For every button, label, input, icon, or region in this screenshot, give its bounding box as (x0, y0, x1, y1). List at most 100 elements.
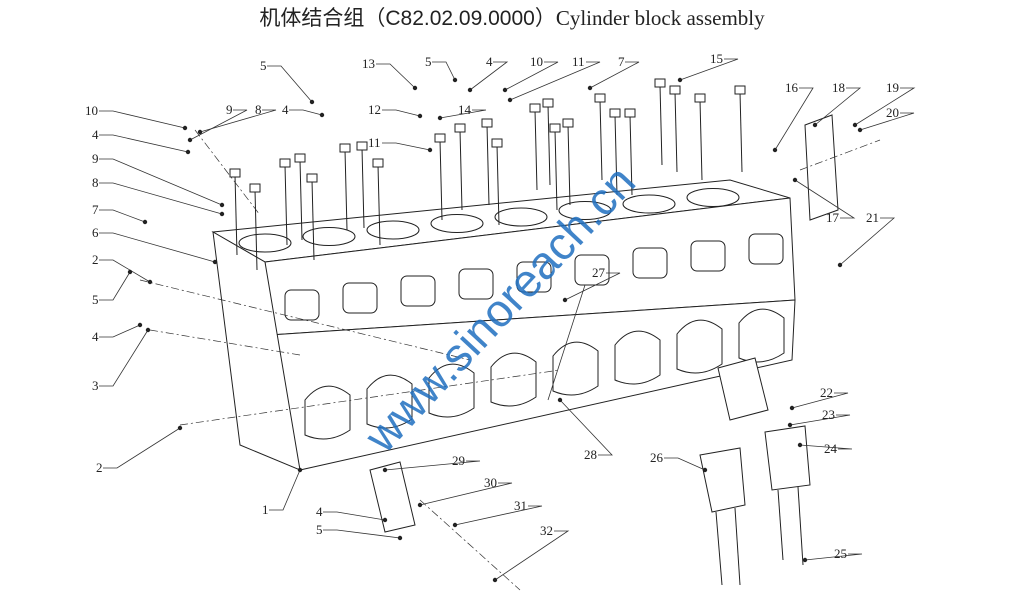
callout-point (502, 87, 508, 93)
dipstick-27 (547, 284, 586, 401)
leader-line (267, 65, 313, 103)
leader-line (199, 109, 277, 133)
callout-label: 1 (262, 502, 269, 517)
callout-label: 9 (92, 151, 99, 166)
leader-line (382, 109, 421, 117)
side-port (574, 254, 610, 286)
leader-line (376, 63, 416, 89)
callout-label: 4 (92, 127, 99, 142)
crank-bay (428, 363, 475, 418)
side-port (516, 261, 552, 293)
cylinder-head-bolt (529, 103, 541, 191)
cylinder-head-bolt (549, 123, 561, 211)
leader-line (589, 61, 640, 89)
callout-point (677, 77, 683, 83)
side-port (632, 247, 668, 279)
callout-label: 15 (710, 51, 723, 66)
callout-label: 29 (452, 453, 465, 468)
callout-point (219, 211, 225, 217)
callout-point (382, 467, 388, 473)
cylinder-head-bolt (434, 133, 446, 221)
callout-point (787, 422, 793, 428)
callout-label: 17 (826, 210, 840, 225)
callout-point (857, 127, 863, 133)
callout-label: 4 (282, 102, 289, 117)
leader-line (323, 529, 401, 539)
leader-line (564, 272, 621, 301)
cylinder-head-bolt (669, 85, 681, 173)
leader-line (814, 87, 862, 126)
leader-line (774, 87, 814, 151)
callout-point (492, 577, 498, 583)
cylinder-head-bolt (372, 158, 384, 246)
leader-line (289, 109, 323, 116)
callout-point (702, 467, 708, 473)
callout-label: 4 (486, 54, 493, 69)
cylinder-head-bolt (481, 118, 493, 206)
callout-point (145, 327, 151, 333)
title-bracket: ） (534, 6, 556, 30)
leader-line (664, 457, 706, 471)
leader-line (323, 511, 386, 521)
leader-line (859, 112, 915, 131)
leader-line (454, 505, 543, 526)
callout-label: 21 (866, 210, 879, 225)
callout-point (587, 85, 593, 91)
callout-label: 7 (92, 202, 99, 217)
leader-line (99, 259, 151, 283)
cylinder-head-bolt (306, 173, 318, 261)
callout-label: 31 (514, 498, 527, 513)
callout-label: 2 (96, 460, 103, 475)
callout-point (137, 322, 143, 328)
callout-point (319, 112, 325, 118)
callout-point (557, 397, 563, 403)
leader-line (509, 61, 601, 101)
leader-line (494, 530, 570, 581)
cylinder-bore (430, 214, 484, 233)
callout-label: 28 (584, 447, 597, 462)
callout-point (417, 502, 423, 508)
side-port (342, 282, 378, 314)
leader-line (99, 329, 149, 387)
callout-label: 8 (92, 175, 99, 190)
callout-point (185, 149, 191, 155)
side-port (690, 240, 726, 272)
leader-line (839, 217, 896, 266)
callout-point (412, 85, 418, 91)
title-chinese: 机体结合组（ (259, 6, 386, 30)
cylinder-head-bolt (356, 141, 368, 229)
callout-point (452, 77, 458, 83)
cylinder-head-bolt (694, 93, 706, 181)
leader-line (559, 399, 613, 456)
cylinder-head-bolt (734, 85, 746, 173)
callout-point (852, 122, 858, 128)
callout-point (427, 147, 433, 153)
cylinder-head-bolt (594, 93, 606, 181)
callout-point (562, 297, 568, 303)
cylinder-head-bolt (229, 168, 241, 256)
cylinder-head-bolt (491, 138, 503, 226)
callout-point (797, 442, 803, 448)
bracket-29 (369, 461, 416, 533)
callout-label: 6 (92, 225, 99, 240)
callout-label: 16 (785, 80, 799, 95)
side-port (748, 233, 784, 265)
part-number: C82.02.09.0000 (385, 7, 535, 30)
cylinder-head-bolt (562, 118, 574, 206)
leader-line (99, 158, 223, 206)
leader-line (103, 427, 181, 469)
bracket-right (717, 357, 769, 421)
callout-point (177, 425, 183, 431)
leader-line (469, 61, 509, 91)
crank-bay (738, 308, 785, 363)
callout-label: 12 (368, 102, 381, 117)
diagram-title: 机体结合组（C82.02.09.0000）Cylinder block asse… (0, 2, 1024, 32)
title-english: Cylinder block assembly (555, 6, 765, 30)
callout-label: 22 (820, 385, 833, 400)
leader-line (439, 109, 487, 119)
callout-label: 25 (834, 546, 847, 561)
side-port (458, 268, 494, 300)
callout-label: 30 (484, 475, 497, 490)
